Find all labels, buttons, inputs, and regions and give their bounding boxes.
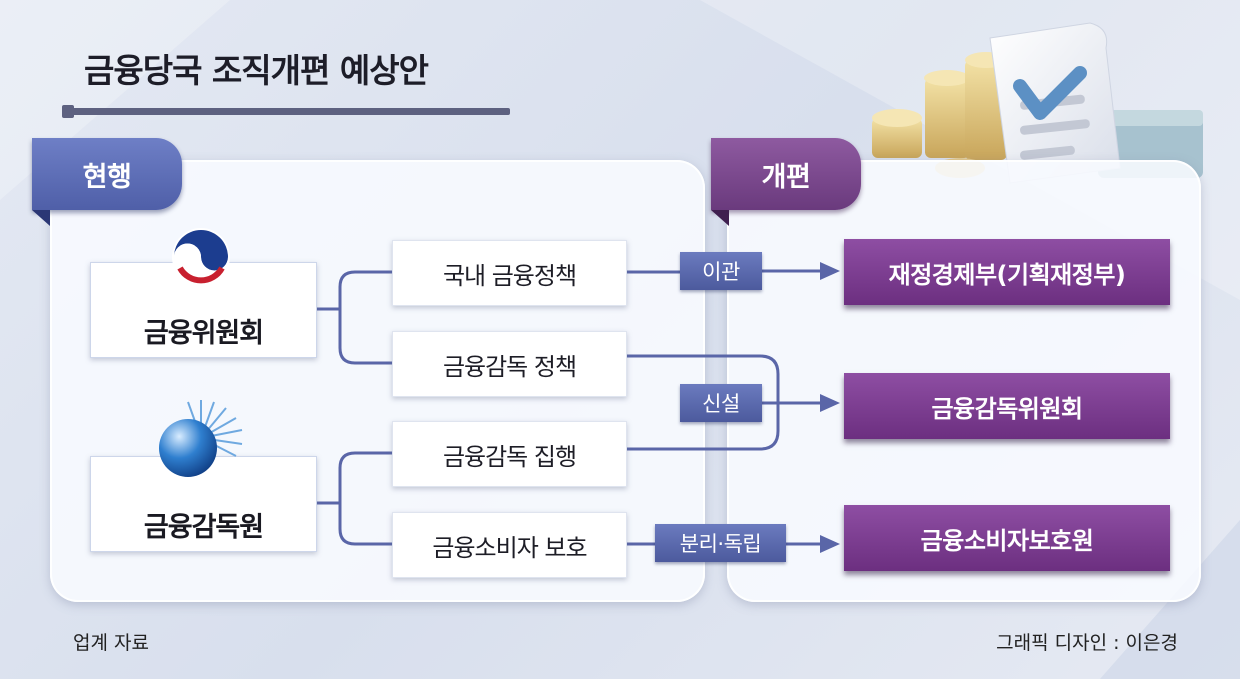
target-supervisory-commission: 금융감독위원회 — [844, 373, 1170, 439]
target-consumer-protection-agency: 금융소비자보호원 — [844, 505, 1170, 571]
action-establish: 신설 — [680, 384, 762, 422]
action-transfer: 이관 — [680, 252, 762, 290]
org-fss-name: 금융감독원 — [143, 512, 264, 543]
tab-reform: 개편 — [711, 138, 861, 226]
org-fsc-name: 금융위원회 — [143, 318, 264, 349]
source-note: 업계 자료 — [73, 632, 149, 654]
tab-current: 현행 — [32, 138, 182, 226]
function-supervision-execution: 금융감독 집행 — [392, 421, 627, 487]
tab-reform-label: 개편 — [761, 161, 811, 193]
title-underline — [62, 105, 510, 118]
page-title: 금융당국 조직개편 예상안 — [84, 51, 429, 90]
function-consumer-protection: 금융소비자 보호 — [392, 512, 627, 578]
fss-globe-logo-icon — [159, 400, 243, 477]
function-supervision-policy: 금융감독 정책 — [392, 331, 627, 397]
function-domestic-policy: 국내 금융정책 — [392, 240, 627, 306]
tab-current-label: 현행 — [82, 161, 132, 193]
target-ministry-of-economy: 재정경제부(기획재정부) — [844, 239, 1170, 305]
action-separate: 분리·독립 — [655, 524, 786, 562]
design-credit: 그래픽 디자인 : 이은경 — [996, 632, 1178, 654]
taegeuk-emblem-icon — [172, 228, 230, 286]
